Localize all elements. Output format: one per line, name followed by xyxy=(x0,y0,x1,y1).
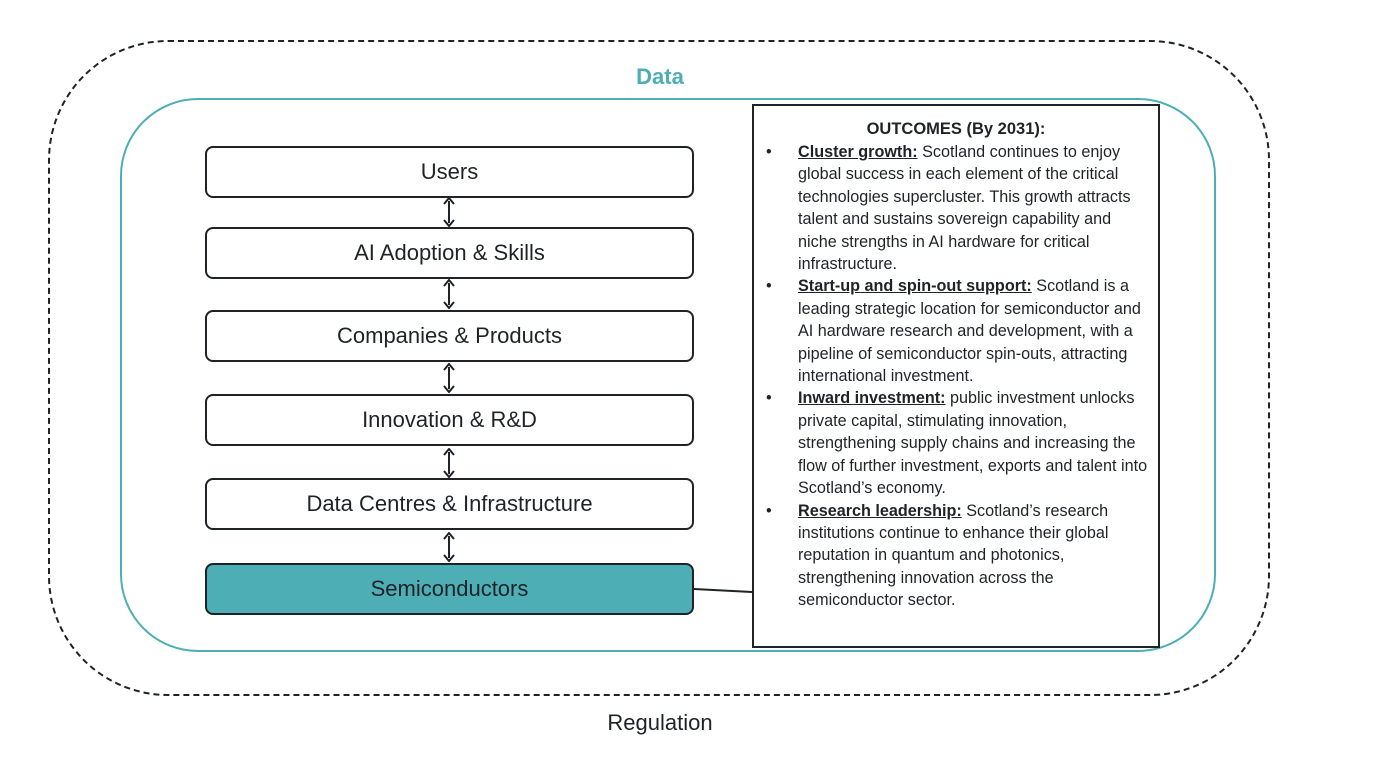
outcome-text: Scotland is a leading strategic location… xyxy=(798,277,1141,386)
bidirectional-arrow-icon xyxy=(443,363,455,393)
regulation-label: Regulation xyxy=(607,710,713,735)
regulation-boundary xyxy=(48,40,1270,696)
bidirectional-arrow-icon xyxy=(443,279,455,309)
outcome-heading: Research leadership: xyxy=(798,501,962,520)
bidirectional-arrow-icon xyxy=(443,197,455,227)
bullet-icon: • xyxy=(766,389,772,408)
bidirectional-arrow-icon xyxy=(443,448,455,478)
outcome-text: Scotland’s research institutions continu… xyxy=(798,501,1109,610)
layer-ai-adoption-skills: AI Adoption & Skills xyxy=(205,227,694,279)
layer-data-centres-infrastructure: Data Centres & Infrastructure xyxy=(205,478,694,530)
outcome-cluster-growth: • Cluster growth: Scotland continues to … xyxy=(764,141,1148,275)
outcomes-list: • Cluster growth: Scotland continues to … xyxy=(764,141,1148,612)
outcome-inward-investment: • Inward investment: public investment u… xyxy=(764,387,1148,499)
outcome-heading: Cluster growth: xyxy=(798,143,918,161)
layer-users: Users xyxy=(205,146,694,198)
layer-innovation-rd: Innovation & R&D xyxy=(205,394,694,446)
outcome-heading: Start-up and spin-out support: xyxy=(798,277,1032,296)
data-label: Data xyxy=(636,64,684,89)
bullet-icon: • xyxy=(766,143,772,161)
outcome-text: public investment unlocks private capita… xyxy=(798,389,1148,498)
bullet-icon: • xyxy=(766,277,772,296)
outcome-text: Scotland continues to enjoy global succe… xyxy=(798,143,1131,274)
outcomes-title: OUTCOMES (By 2031): xyxy=(866,120,1046,138)
data-boundary xyxy=(120,98,1216,652)
outcome-research-leadership: • Research leadership: Scotland’s resear… xyxy=(764,500,1148,612)
outcome-startup-spinout: • Start-up and spin-out support: Scotlan… xyxy=(764,275,1148,387)
bullet-icon: • xyxy=(766,501,772,520)
outcomes-box: OUTCOMES (By 2031): • Cluster growth: Sc… xyxy=(752,104,1160,648)
layer-semiconductors: Semiconductors xyxy=(205,563,694,615)
layer-companies-products: Companies & Products xyxy=(205,310,694,362)
outcome-heading: Inward investment: xyxy=(798,389,946,408)
bidirectional-arrow-icon xyxy=(443,532,455,562)
